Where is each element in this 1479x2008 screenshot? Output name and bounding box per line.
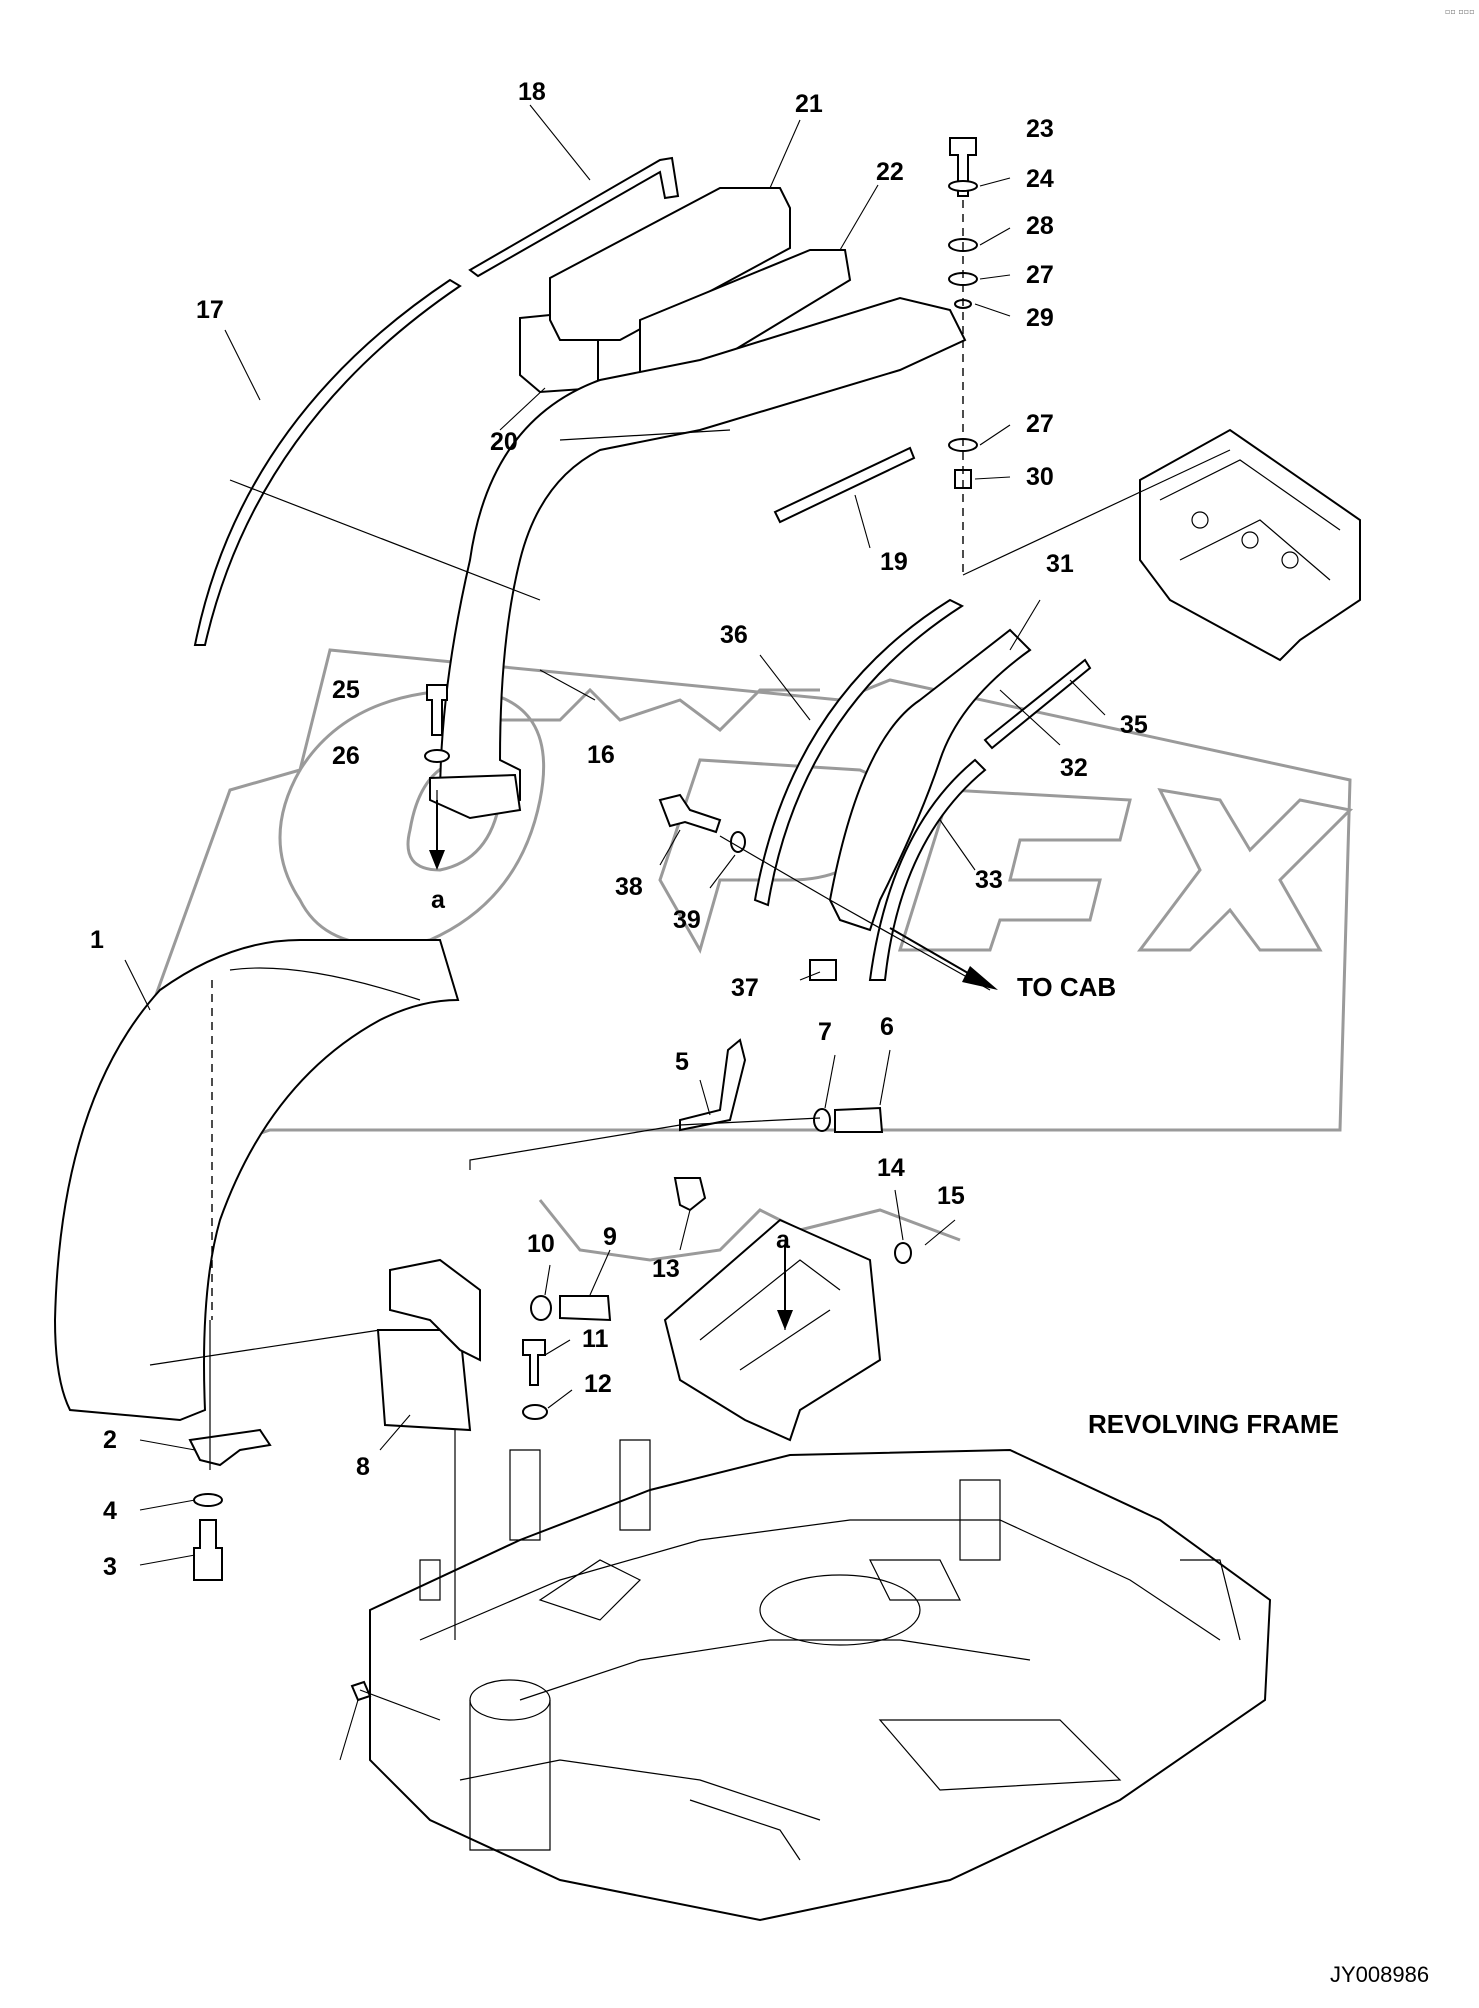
seal-32	[983, 658, 1092, 750]
cab-mount-frame	[1139, 428, 1361, 662]
side-cover-1	[53, 939, 460, 1422]
callout-6: 6	[880, 1013, 894, 1041]
cab-side-cover-assembly	[753, 598, 1092, 981]
callout-21: 21	[795, 90, 823, 118]
bolt-13	[673, 1177, 707, 1212]
callout-leaders	[124, 104, 1106, 1761]
callout-32: 32	[1060, 754, 1088, 782]
washer-4	[193, 1493, 223, 1507]
revolving-frame	[369, 1439, 1272, 1922]
washer-12	[522, 1404, 548, 1420]
note-revolving-frame: REVOLVING FRAME	[1088, 1409, 1339, 1439]
seal-33	[868, 758, 987, 981]
callout-8: 8	[356, 1453, 370, 1481]
callout-7: 7	[818, 1018, 832, 1046]
washer-14	[894, 1242, 912, 1264]
callout-24: 24	[1026, 165, 1054, 193]
callout-27-top: 27	[1026, 261, 1054, 289]
bracket-5	[679, 1038, 747, 1132]
callout-2: 2	[103, 1426, 117, 1454]
callout-30: 30	[1026, 463, 1054, 491]
callout-22: 22	[876, 158, 904, 186]
corner-mark: ▫▫ ▫▫▫	[1445, 7, 1475, 16]
callout-17: 17	[196, 296, 224, 324]
callout-3: 3	[103, 1553, 117, 1581]
callout-18: 18	[518, 78, 546, 106]
hardware-stack	[948, 137, 978, 575]
callout-1: 1	[90, 926, 104, 954]
washer-7	[813, 1108, 831, 1132]
callout-13: 13	[652, 1255, 680, 1283]
callout-4: 4	[103, 1497, 117, 1525]
callout-25: 25	[332, 676, 360, 704]
plate-8	[376, 1329, 472, 1432]
bolt-6	[834, 1106, 884, 1133]
bolt-3	[193, 1519, 223, 1581]
callout-33: 33	[975, 866, 1003, 894]
detail-mark-a-lower: a	[776, 1226, 791, 1254]
pad-21	[549, 187, 791, 341]
bolt-9	[559, 1295, 612, 1322]
direction-arrows	[429, 800, 998, 1330]
callout-38: 39	[673, 906, 701, 934]
callout-16: 16	[587, 741, 615, 769]
bracket-36	[809, 959, 837, 981]
note-to-cab: TO CAB	[1017, 972, 1116, 1002]
cover-31	[828, 628, 1032, 932]
bolt-37	[658, 793, 722, 834]
callout-15: 15	[937, 1182, 965, 1210]
seal-strip-17	[193, 278, 462, 646]
bolt-23	[949, 137, 977, 197]
callout-20: 20	[490, 428, 518, 456]
callout-10: 10	[527, 1230, 555, 1258]
callout-11: 11	[582, 1325, 609, 1353]
bracket-8-top	[389, 1258, 481, 1362]
seal-strip-18	[468, 156, 680, 278]
seal-strip-19	[773, 446, 916, 524]
side-cover-assembly	[53, 939, 460, 1581]
hood-cover-assembly	[193, 156, 967, 820]
callout-37: 38	[615, 873, 643, 901]
washer-10	[530, 1295, 552, 1321]
callout-31: 31	[1046, 550, 1074, 578]
callout-27-bottom: 27	[1026, 410, 1054, 438]
mid-bracket-assembly	[376, 1038, 882, 1442]
callout-35: 36	[720, 621, 748, 649]
drawing-code: JY008986	[1330, 1962, 1429, 1987]
bracket-15	[663, 1218, 882, 1442]
callout-14: 14	[877, 1154, 905, 1182]
detail-mark-a-upper: a	[431, 886, 446, 914]
cover-16	[438, 296, 967, 812]
stay-plate-16	[429, 773, 522, 820]
bolt-11	[522, 1339, 546, 1386]
callout-26: 26	[332, 742, 360, 770]
loose-hardware	[350, 684, 912, 1702]
assembly-lines	[149, 429, 1231, 1721]
washer-24	[948, 180, 978, 192]
callout-28: 28	[1026, 212, 1054, 240]
callout-23: 23	[1026, 115, 1054, 143]
callout-12: 12	[584, 1370, 612, 1398]
callout-5: 5	[675, 1048, 689, 1076]
callout-19: 19	[880, 548, 908, 576]
bracket-2	[188, 1428, 272, 1467]
washer-26	[424, 749, 450, 763]
callout-34: 35	[1120, 711, 1148, 739]
callout-36: 37	[731, 974, 759, 1002]
seal-35	[753, 598, 965, 907]
callout-9: 9	[603, 1223, 617, 1251]
bolt-25	[426, 684, 448, 736]
callout-labels: 18 21 22 23 24 28 27 29 27 30 17 20 19 3…	[90, 7, 1475, 1987]
callout-29: 29	[1026, 304, 1054, 332]
